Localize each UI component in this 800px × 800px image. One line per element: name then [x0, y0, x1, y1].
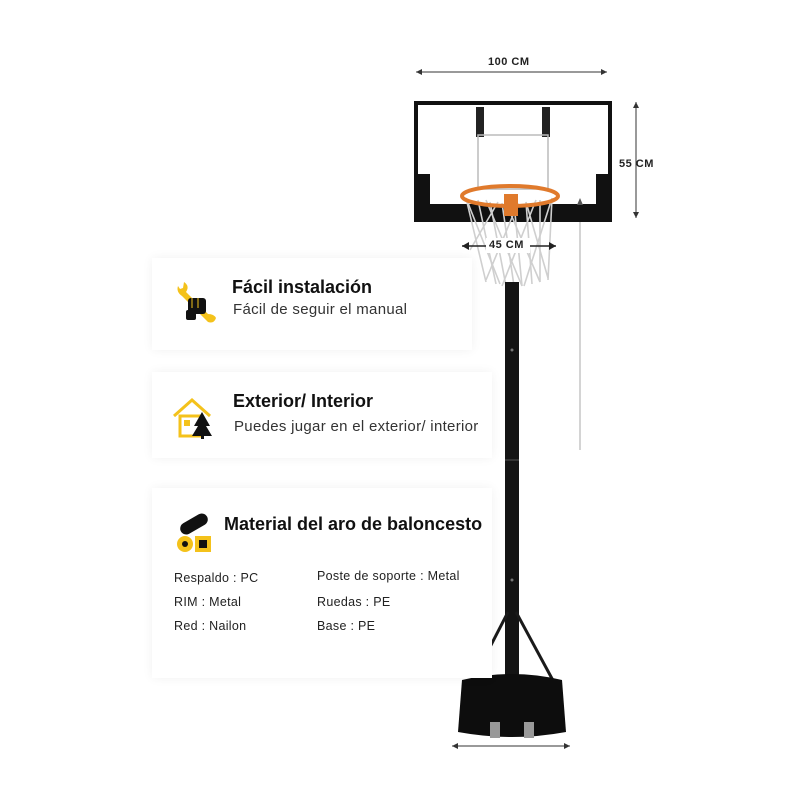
spec-net: Red : Nailon	[174, 619, 247, 633]
feature-title-indoor-outdoor: Exterior/ Interior	[233, 391, 374, 411]
feature-title-installation: Fácil instalación	[232, 277, 373, 297]
material-rolls-icon	[177, 513, 211, 552]
house-tree-icon	[173, 397, 212, 439]
spec-wheels: Ruedas : PE	[317, 595, 391, 609]
spec-pole: Poste de soporte : Metal	[317, 569, 460, 583]
feature-desc-installation: Fácil de seguir el manual	[233, 301, 408, 318]
wrench-fist-icon	[177, 282, 216, 323]
base-width-arrow	[452, 743, 570, 749]
feature-desc-indoor-outdoor: Puedes jugar en el exterior/ interior	[234, 418, 479, 435]
feature-panel-material	[152, 488, 492, 678]
rim-diameter-arrow	[462, 238, 556, 253]
pole	[505, 282, 519, 702]
spec-rim: RIM : Metal	[174, 595, 242, 609]
feature-title-material: Material del aro de baloncesto	[224, 514, 483, 534]
base	[458, 674, 566, 738]
spec-backboard: Respaldo : PC	[174, 571, 259, 585]
rim	[460, 184, 560, 216]
rim-diameter-label: 45 CM	[489, 239, 524, 251]
board-width-label: 100 CM	[488, 56, 530, 68]
spec-base: Base : PE	[317, 619, 376, 633]
